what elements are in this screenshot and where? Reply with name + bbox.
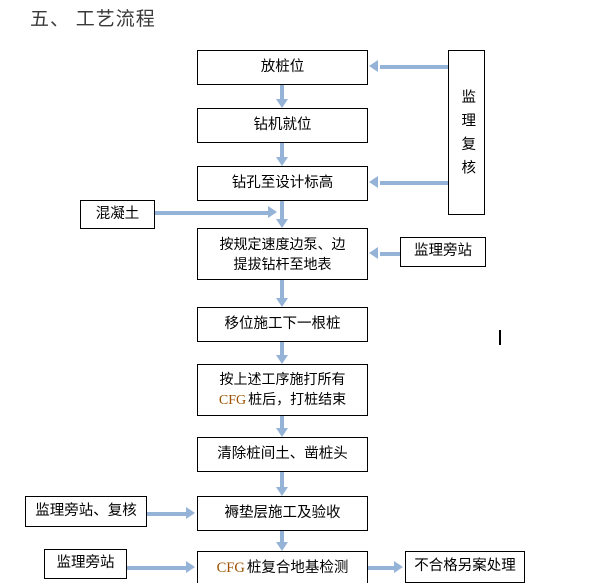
arrowhead-n3-n4 [276,219,288,228]
connector-n2-n3 [280,143,284,157]
connector-n4-n5 [280,280,284,298]
node-zuan-kong-biao-gao[interactable]: 钻孔至设计标高 [197,166,368,201]
node-beng-song-ti-ba[interactable]: 按规定速度边泵、边 提拔钻杆至地表 [197,228,368,280]
node-label: 钻孔至设计标高 [231,174,334,191]
connector-pangzhan-to-n9 [127,566,186,570]
node-label: 钻机就位 [253,116,312,133]
arrowhead-pangzhan-to-n9 [186,561,195,573]
node-yi-wei-shi-gong[interactable]: 移位施工下一根桩 [197,307,368,342]
node-label: 监理旁站、复核 [35,502,137,519]
connector-pangzhanfuhe-to-n8 [147,512,186,516]
node-jian-li-pang-zhan-test[interactable]: 监理旁站 [44,549,127,579]
arrowhead-n4-n5 [276,298,288,307]
page-title: 五、 工艺流程 [30,9,156,30]
node-bu-he-ge-ling-an[interactable]: 不合格另案处理 [405,551,525,583]
node-label: 不合格另案处理 [414,558,516,575]
node-label: 混凝土 [95,205,140,222]
arrowhead-jianli-to-n1 [369,60,378,72]
arrowhead-pangzhanfuhe-to-n8 [186,507,195,519]
node-label-line1: 按上述工序施打所有 [219,370,346,387]
arrowhead-jianli-to-n3 [369,176,378,188]
connector-jianli-to-n3 [380,181,448,185]
connector-n8-n9 [280,531,284,542]
arrowhead-n1-n2 [276,99,288,108]
connector-pangzhan-to-n4 [380,252,400,256]
node-label: 放桩位 [260,58,305,75]
connector-n6-n7 [280,416,284,428]
node-jian-li-pang-zhan-fu-he[interactable]: 监理旁站、复核 [25,496,147,527]
node-label-line2-rest: 桩后，打桩结束 [248,391,347,407]
node-label: 清除桩间土、凿桩头 [217,445,348,462]
arrowhead-n6-n7 [276,428,288,437]
node-label: 监理复核 [459,88,476,183]
node-hun-ning-tu[interactable]: 混凝土 [80,200,155,229]
node-zuan-ji-jiu-wei[interactable]: 钻机就位 [197,108,368,143]
connector-n3-n4 [280,201,284,219]
node-jian-li-fu-he[interactable]: 监理复核 [448,50,485,215]
node-label-rest: 桩复合地基检测 [246,559,349,576]
arrowhead-pangzhan-to-n4 [369,247,378,259]
node-fang-zhuang-wei[interactable]: 放桩位 [197,50,368,85]
text-caret [499,330,501,345]
connector-hunningtu-to-n4 [155,211,268,215]
node-label: 移位施工下一根桩 [224,315,341,332]
arrowhead-n5-n6 [276,355,288,364]
arrowhead-n2-n3 [276,157,288,166]
arrowhead-n8-n9 [276,542,288,551]
arrowhead-hunningtu-to-n4 [268,206,277,218]
node-ru-dian-ceng[interactable]: 褥垫层施工及验收 [197,496,368,531]
node-label-line2: 提拔钻杆至地表 [233,256,332,272]
cfg-text: CFG [216,559,245,576]
connector-jianli-to-n1 [380,65,448,69]
node-label-line1: 按规定速度边泵、边 [219,235,346,252]
node-label: 褥垫层施工及验收 [224,504,341,521]
node-jian-li-pang-zhan-pump[interactable]: 监理旁站 [400,237,486,267]
connector-n5-n6 [280,342,284,355]
arrowhead-n7-n8 [276,487,288,496]
node-label: 监理旁站 [56,555,115,572]
cfg-text: CFG [218,393,247,408]
connector-n1-n2 [280,85,284,99]
arrowhead-n9-to-buhege [394,561,403,573]
node-label: 监理旁站 [414,243,472,260]
node-qing-chu-zhuang-jian-tu[interactable]: 清除桩间土、凿桩头 [197,437,368,472]
connector-n9-to-buhege [368,566,394,570]
connector-n7-n8 [280,472,284,487]
